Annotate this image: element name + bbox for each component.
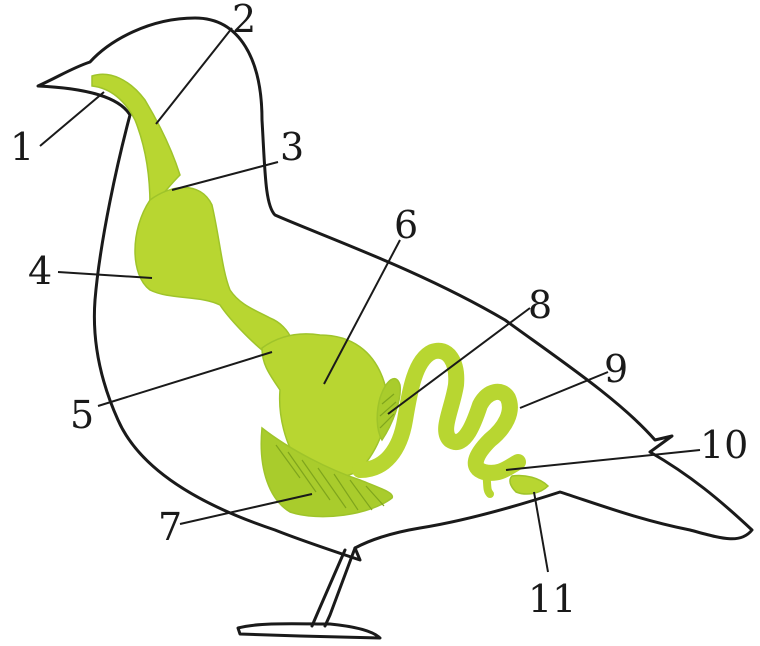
leader-2 <box>156 28 232 124</box>
label-9: 9 <box>604 347 628 391</box>
label-1: 1 <box>10 125 34 169</box>
crop <box>135 188 292 353</box>
leader-9 <box>520 372 608 408</box>
leader-1 <box>40 92 104 146</box>
label-7: 7 <box>158 505 182 549</box>
label-11: 11 <box>528 577 576 621</box>
leader-5 <box>98 352 272 406</box>
label-4: 4 <box>28 249 52 293</box>
label-5: 5 <box>70 393 94 437</box>
leader-10 <box>506 450 700 470</box>
digestive-system <box>92 74 548 516</box>
label-10: 10 <box>700 423 748 467</box>
label-2: 2 <box>232 0 256 41</box>
bird-foot <box>238 624 380 638</box>
label-8: 8 <box>528 283 552 327</box>
label-6: 6 <box>394 203 418 247</box>
cloaca <box>510 475 548 494</box>
leader-11 <box>534 492 548 572</box>
leader-3 <box>172 162 278 190</box>
caeca <box>486 474 490 494</box>
esophagus <box>92 74 180 205</box>
label-3: 3 <box>280 125 304 169</box>
